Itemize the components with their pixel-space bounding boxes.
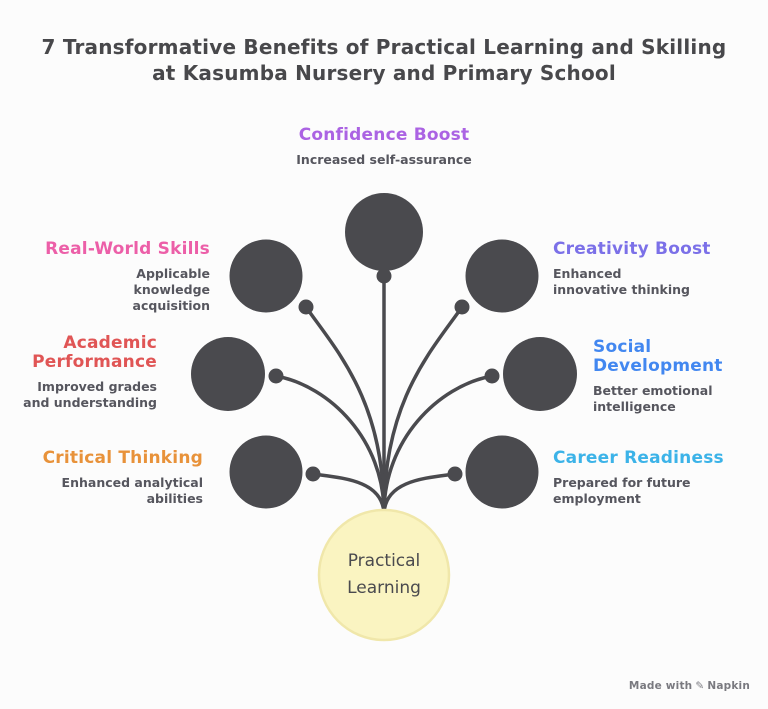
branch-label-critical-thinking: Critical Thinking Enhanced analytical ab… (13, 449, 203, 507)
branch-title: Academic Performance (32, 333, 157, 372)
watermark-brand: Napkin (707, 680, 750, 692)
junction-dot (484, 368, 500, 384)
napkin-watermark: Made with✎Napkin (629, 680, 750, 692)
branch-subtitle: Enhanced analytical abilities (61, 475, 203, 506)
page-title: 7 Transformative Benefits of Practical L… (41, 35, 727, 85)
confidence-boost-node-circle (345, 193, 423, 271)
junction-dot (447, 466, 463, 482)
curve-critical-thinking (311, 472, 386, 515)
branch-subtitle: Prepared for future employment (553, 475, 691, 506)
pen-icon: ✎ (695, 680, 705, 692)
curve-academic-performance (274, 374, 386, 515)
social-development-node-circle (503, 337, 577, 411)
branch-subtitle: Increased self-assurance (296, 152, 472, 167)
branch-curves (274, 274, 494, 515)
branch-label-social-development: Social Development Better emotional inte… (593, 338, 728, 415)
branch-title: Critical Thinking (42, 448, 203, 468)
real-world-skills-node-circle (229, 239, 303, 313)
career-readiness-node-circle (465, 435, 539, 509)
branch-title: Creativity Boost (553, 239, 711, 259)
branch-title: Real-World Skills (45, 239, 210, 259)
academic-performance-node-circle (191, 337, 265, 411)
creativity-boost-node-circle (465, 239, 539, 313)
curve-creativity-boost (382, 305, 464, 515)
branch-subtitle: Enhanced innovative thinking (553, 266, 690, 297)
junction-dot (305, 466, 321, 482)
branch-title: Confidence Boost (298, 125, 470, 145)
branch-subtitle: Better emotional intelligence (593, 383, 713, 414)
branch-subtitle: Applicable knowledge acquisition (132, 266, 210, 313)
junction-dot (376, 268, 392, 284)
center-node-label: Practical Learning (347, 551, 421, 598)
branch-label-academic-performance: Academic Performance Improved grades and… (7, 334, 157, 411)
branch-label-creativity-boost: Creativity Boost Enhanced innovative thi… (553, 240, 713, 298)
junction-dot (268, 368, 284, 384)
curve-social-development (382, 374, 494, 515)
junction-dots (268, 268, 500, 482)
junction-dot (454, 299, 470, 315)
center-node-circle (317, 508, 451, 642)
branch-subtitle: Improved grades and understanding (23, 379, 157, 410)
branch-label-confidence-boost: Confidence Boost Increased self-assuranc… (264, 126, 504, 168)
branch-label-career-readiness: Career Readiness Prepared for future emp… (553, 449, 733, 507)
branch-label-real-world-skills: Real-World Skills Applicable knowledge a… (10, 240, 210, 314)
branch-title: Career Readiness (553, 448, 724, 468)
branch-title: Social Development (593, 337, 723, 376)
branch-node-circles (191, 193, 577, 509)
watermark-prefix: Made with (628, 680, 693, 692)
curve-real-world-skills (304, 305, 386, 515)
critical-thinking-node-circle (229, 435, 303, 509)
junction-dot (298, 299, 314, 315)
curve-career-readiness (382, 472, 457, 515)
